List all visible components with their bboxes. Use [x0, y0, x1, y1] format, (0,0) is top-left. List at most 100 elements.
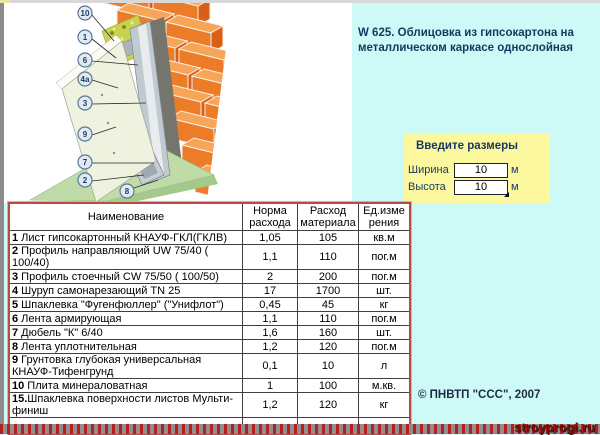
- width-input-wrap: [454, 162, 508, 178]
- callout-3: 3: [77, 95, 93, 111]
- width-field-row: Ширина м: [408, 162, 550, 178]
- qty-cell: 100: [297, 378, 359, 393]
- material-name-cell: 6 Лента армирующая: [8, 311, 243, 326]
- header-qty: Расход материала: [297, 202, 359, 231]
- material-name-cell: 5 Шпаклевка "Фугенфюллер" ("Унифлот"): [8, 297, 243, 312]
- unit-cell: пог.м: [358, 244, 411, 270]
- material-name-cell: 7 Дюбель "К" 6/40: [8, 325, 243, 340]
- qty-cell: 105: [297, 230, 359, 245]
- material-name-cell: 3 Профиль стоечный CW 75/50 ( 100/50): [8, 269, 243, 284]
- materials-table: Наименование Норма расхода Расход матери…: [7, 201, 412, 435]
- qty-cell: 10: [297, 353, 359, 379]
- unit-cell: кг: [358, 297, 411, 312]
- material-name-cell: 15.Шпаклевка поверхности листов Мульти-ф…: [8, 392, 243, 418]
- watermark-text: stroyprogi.ru: [514, 421, 596, 435]
- height-unit: м: [511, 181, 519, 193]
- table-row: 9 Грунтовка глубокая универсальная КНАУФ…: [8, 353, 411, 379]
- cavity-strip: [146, 17, 184, 189]
- wall-assembly-diagram: 10 1 6 4a 3 9: [4, 3, 352, 203]
- table-row: 2 Профиль направляющий UW 75/40 ( 100/40…: [8, 244, 411, 270]
- unit-cell: шт.: [358, 325, 411, 340]
- qty-cell: 120: [297, 392, 359, 418]
- qty-cell: 1700: [297, 283, 359, 298]
- header-name: Наименование: [8, 202, 243, 231]
- materials-table-body: 1 Лист гипсокартонный КНАУФ-ГКЛ(ГКЛВ)1,0…: [8, 230, 411, 418]
- header-norm: Норма расхода: [242, 202, 298, 231]
- window-bottom-border: [0, 424, 600, 434]
- table-row: 5 Шпаклевка "Фугенфюллер" ("Унифлот")0,4…: [8, 297, 411, 312]
- norm-cell: 1,2: [242, 339, 298, 354]
- height-input[interactable]: [454, 179, 508, 195]
- material-name-cell: 9 Грунтовка глубокая универсальная КНАУФ…: [8, 353, 243, 379]
- svg-text:10: 10: [81, 9, 90, 18]
- qty-cell: 160: [297, 325, 359, 340]
- norm-cell: 1,1: [242, 244, 298, 270]
- copyright-text: © ПНВТП "ССС", 2007: [418, 389, 541, 401]
- diagram-callouts: 10 1 6 4a 3 9: [77, 5, 135, 199]
- material-name-cell: 2 Профиль направляющий UW 75/40 ( 100/40…: [8, 244, 243, 270]
- callout-7: 7: [77, 154, 93, 170]
- qty-cell: 45: [297, 297, 359, 312]
- svg-text:3: 3: [83, 99, 88, 108]
- qty-cell: 110: [297, 311, 359, 326]
- table-header-row: Наименование Норма расхода Расход матери…: [8, 202, 411, 231]
- window-top-border: [0, 0, 600, 3]
- material-name-cell: 10 Плита минераловатная: [8, 378, 243, 393]
- qty-cell: 110: [297, 244, 359, 270]
- unit-cell: пог.м: [358, 339, 411, 354]
- norm-cell: 1,1: [242, 311, 298, 326]
- norm-cell: 17: [242, 283, 298, 298]
- dimensions-panel: Введите размеры Ширина м Высота м: [404, 133, 550, 203]
- callout-9: 9: [77, 126, 93, 142]
- norm-cell: 2: [242, 269, 298, 284]
- callout-2: 2: [77, 172, 93, 188]
- unit-cell: пог.м: [358, 269, 411, 284]
- material-name-cell: 8 Лента уплотнительная: [8, 339, 243, 354]
- norm-cell: 1,6: [242, 325, 298, 340]
- callout-8: 8: [119, 183, 135, 199]
- window-left-border: [0, 3, 4, 424]
- material-name-cell: 1 Лист гипсокартонный КНАУФ-ГКЛ(ГКЛВ): [8, 230, 243, 245]
- svg-text:9: 9: [83, 130, 88, 139]
- svg-text:1: 1: [83, 33, 88, 42]
- height-field-row: Высота м: [408, 179, 550, 197]
- svg-text:8: 8: [125, 187, 130, 196]
- height-label: Высота: [408, 181, 446, 193]
- table-row: 15.Шпаклевка поверхности листов Мульти-ф…: [8, 392, 411, 418]
- header-unit: Ед.измерения: [358, 202, 411, 231]
- material-name-cell: 4 Шуруп самонарезающий TN 25: [8, 283, 243, 298]
- unit-cell: кг: [358, 392, 411, 418]
- callout-10: 10: [77, 5, 93, 21]
- qty-cell: 120: [297, 339, 359, 354]
- unit-cell: л: [358, 353, 411, 379]
- svg-text:6: 6: [83, 56, 88, 65]
- unit-cell: кв.м: [358, 230, 411, 245]
- norm-cell: 1,2: [242, 392, 298, 418]
- width-unit: м: [511, 164, 519, 176]
- callout-6: 6: [77, 52, 93, 68]
- svg-text:4a: 4a: [81, 75, 90, 84]
- callout-1: 1: [77, 29, 93, 45]
- wall-assembly-svg: 10 1 6 4a 3 9: [28, 3, 226, 203]
- table-row: 1 Лист гипсокартонный КНАУФ-ГКЛ(ГКЛВ)1,0…: [8, 230, 411, 245]
- norm-cell: 0,1: [242, 353, 298, 379]
- svg-text:2: 2: [83, 176, 88, 185]
- callout-lines: [91, 14, 159, 189]
- width-input[interactable]: [454, 162, 508, 178]
- page-title: W 625. Облицовка из гипсокартона на мета…: [358, 27, 574, 54]
- unit-cell: шт.: [358, 283, 411, 298]
- qty-cell: 200: [297, 269, 359, 284]
- dimensions-heading: Введите размеры: [416, 140, 518, 152]
- unit-cell: м.кв.: [358, 378, 411, 393]
- height-input-wrap: [454, 179, 509, 197]
- fill-handle-icon[interactable]: [504, 191, 509, 197]
- svg-text:7: 7: [83, 158, 88, 167]
- norm-cell: 1,05: [242, 230, 298, 245]
- corner-decoration: [0, 0, 10, 5]
